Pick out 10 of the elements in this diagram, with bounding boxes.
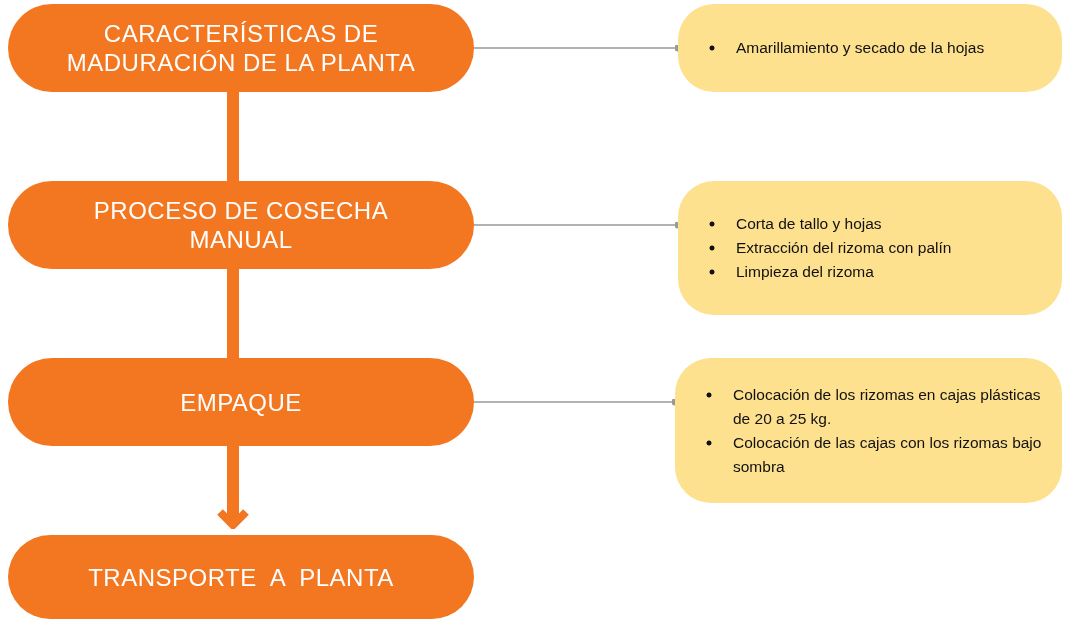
connector-line bbox=[227, 269, 239, 358]
detail-card bbox=[678, 4, 1062, 92]
detail-card bbox=[678, 181, 1062, 315]
detail-card bbox=[675, 358, 1062, 503]
step-title: PROCESO DE COSECHA MANUAL bbox=[92, 196, 390, 254]
step-title: TRANSPORTE A PLANTA bbox=[88, 562, 394, 592]
connector-line bbox=[227, 92, 239, 181]
arrow bbox=[216, 446, 250, 529]
step-title: CARACTERÍSTICAS DE MADURACIÓN DE LA PLANTA bbox=[65, 19, 417, 77]
step-title: EMPAQUE bbox=[180, 387, 302, 417]
